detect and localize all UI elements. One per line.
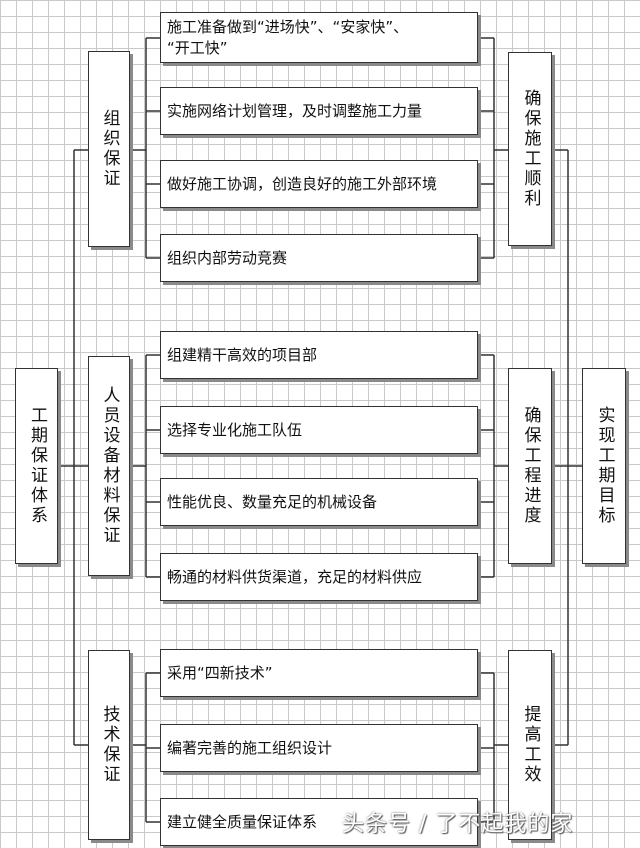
item-text: 实施网络计划管理，及时调整施工力量	[167, 101, 423, 120]
item-box: 做好施工协调，创造良好的施工外部环境	[160, 160, 478, 208]
group-label: 技术保证	[99, 705, 120, 785]
item-box: 组织内部劳动竞赛	[160, 234, 478, 282]
group-box-personnel-equipment-materials: 人员设备材料保证	[88, 356, 130, 576]
item-text: 编著完善的施工组织设计	[167, 738, 333, 757]
item-box: 选择专业化施工队伍	[160, 406, 478, 454]
item-box: 性能优良、数量充足的机械设备	[160, 478, 478, 526]
item-text: 性能优良、数量充足的机械设备	[167, 492, 378, 511]
item-box: 编著完善的施工组织设计	[160, 724, 478, 772]
item-box: 建立健全质量保证体系	[160, 798, 478, 846]
watermark-text: 头条号 / 了不起我的家	[342, 812, 574, 837]
item-box: 实施网络计划管理，及时调整施工力量	[160, 87, 478, 135]
item-text: 采用“四新技术”	[167, 663, 273, 682]
group-box-organization: 组织保证	[88, 51, 130, 247]
goal-box: 实现工期目标	[582, 368, 626, 564]
outcome-box-project-progress: 确保工程进度	[508, 368, 552, 564]
goal-label: 实现工期目标	[594, 406, 615, 526]
outcome-label: 确保工程进度	[520, 406, 541, 526]
item-box: 施工准备做到“进场快”、“安家快”、 “开工快”	[160, 12, 478, 63]
outcome-box-smooth-construction: 确保施工顺利	[508, 52, 552, 246]
outcome-label: 提高工效	[520, 705, 541, 785]
group-label: 组织保证	[99, 109, 120, 189]
item-text: 施工准备做到“进场快”、“安家快”、 “开工快”	[167, 17, 409, 57]
root-label: 工期保证体系	[27, 406, 47, 526]
item-box: 畅通的材料供货渠道，充足的材料供应	[160, 553, 478, 601]
item-text: 建立健全质量保证体系	[167, 812, 318, 831]
item-text: 做好施工协调，创造良好的施工外部环境	[167, 174, 438, 193]
group-box-technology: 技术保证	[88, 650, 130, 840]
item-text: 组建精干高效的项目部	[167, 345, 318, 364]
item-box: 组建精干高效的项目部	[160, 331, 478, 379]
root-box: 工期保证体系	[15, 368, 58, 564]
outcome-label: 确保施工顺利	[520, 89, 541, 209]
group-label: 人员设备材料保证	[99, 386, 120, 546]
item-text: 畅通的材料供货渠道，充足的材料供应	[167, 567, 423, 586]
item-text: 组织内部劳动竞赛	[167, 248, 288, 267]
item-text: 选择专业化施工队伍	[167, 420, 303, 439]
outcome-box-efficiency: 提高工效	[508, 650, 552, 840]
item-box: 采用“四新技术”	[160, 649, 478, 697]
